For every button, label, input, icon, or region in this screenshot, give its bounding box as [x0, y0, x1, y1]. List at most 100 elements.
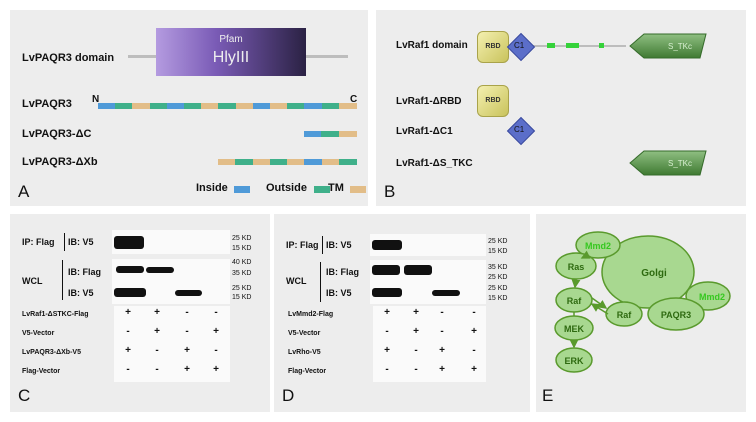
- c-table: LvRaf1-ΔSTKC-Flag++--V5-Vector-+-+LvPAQR…: [10, 306, 270, 382]
- condition-symbol: +: [471, 364, 477, 375]
- d-band-v5-3: [432, 290, 460, 296]
- panel-d: IP: Flag IB: V5 WCL IB: Flag IB: V5 25 K…: [274, 214, 530, 412]
- condition-symbol: -: [440, 307, 444, 318]
- legend-outside-swatch: [314, 186, 330, 193]
- topology-segment-outside: [338, 159, 357, 165]
- topology-segment-inside: [304, 131, 322, 137]
- topology-segment-tm: [338, 103, 357, 109]
- topology-segment-inside: [166, 103, 185, 109]
- condition-label: V5-Vector: [288, 330, 321, 337]
- node-ras: Ras: [568, 262, 585, 272]
- stkc-domain: S_TKc: [629, 33, 707, 59]
- topology-segment-outside: [321, 103, 340, 109]
- d-marker-15: 15 KD: [488, 248, 508, 255]
- condition-symbol: -: [472, 345, 476, 356]
- topology-segment-inside: [252, 103, 271, 109]
- d-wcl-label: WCL: [286, 276, 307, 286]
- c-marker-40: 40 KD: [232, 259, 252, 266]
- d-marker-35: 35 KD: [488, 264, 508, 271]
- d-band-flag-1: [372, 265, 400, 275]
- topology-segment-tm: [201, 103, 220, 109]
- topology-segment-tm: [321, 159, 340, 165]
- node-raf-1: Raf: [567, 296, 583, 306]
- panel-a-label: A: [18, 182, 30, 201]
- c-band-ip-1: [114, 236, 144, 249]
- condition-label: LvMmd2-Flag: [288, 311, 334, 318]
- condition-symbol: -: [185, 307, 189, 318]
- pfam-domain: Pfam HlyIII: [156, 28, 306, 76]
- row-label-raf1-dstkc: LvRaf1-ΔS_TKC: [396, 158, 473, 169]
- raf-ellipse-2: [605, 301, 643, 327]
- condition-symbol: -: [185, 326, 189, 337]
- condition-symbol: -: [414, 364, 418, 375]
- condition-symbol: +: [184, 364, 190, 375]
- d-marker-25b: 25 KD: [488, 274, 508, 281]
- n-term-label: N: [92, 94, 100, 105]
- node-erk: ERK: [564, 356, 584, 366]
- c-ip-label: IP: Flag: [22, 237, 55, 247]
- c-band-flag-1: [116, 266, 144, 273]
- stkc-label-2: S_TKc: [668, 159, 692, 168]
- condition-label: Flag-Vector: [22, 368, 61, 375]
- panel-b: LvRaf1 domain RBD C1 S_TKc LvRaf1-ΔRBD R…: [376, 10, 746, 206]
- raf1-green-mark-1: [547, 43, 555, 48]
- c1-label-2: C1: [514, 125, 525, 134]
- d-ib-flag-label: IB: Flag: [326, 267, 359, 277]
- node-paqr3: PAQR3: [661, 310, 691, 320]
- rbd-domain: RBD: [477, 31, 509, 63]
- c-marker-25b: 25 KD: [232, 285, 252, 292]
- c-marker-15: 15 KD: [232, 245, 252, 252]
- condition-symbol: -: [214, 345, 218, 356]
- paqr3-full-bar: [98, 103, 357, 109]
- c-marker-35: 35 KD: [232, 270, 252, 277]
- condition-label: LvRho-V5: [288, 349, 321, 356]
- condition-label: LvPAQR3-ΔXb-V5: [22, 349, 81, 356]
- arrow-mmd2-ras: [580, 250, 591, 259]
- panel-c: IP: Flag IB: V5 WCL IB: Flag IB: V5 25 K…: [10, 214, 270, 412]
- condition-symbol: +: [213, 326, 219, 337]
- arrow-raf-raf-back: [590, 303, 609, 315]
- panel-a: LvPAQR3 domain Pfam HlyIII LvPAQR3 N C L…: [10, 10, 368, 206]
- panel-b-label: B: [384, 182, 396, 201]
- node-mmd2-top: Mmd2: [585, 241, 611, 251]
- condition-symbol: +: [413, 307, 419, 318]
- raf1-green-mark-2: [566, 43, 579, 48]
- condition-symbol: +: [213, 364, 219, 375]
- condition-symbol: -: [414, 345, 418, 356]
- c-ib-v5-2-label: IB: V5: [68, 288, 94, 298]
- legend-tm-swatch: [350, 186, 366, 193]
- d-divider-2: [320, 262, 321, 302]
- condition-symbol: +: [154, 326, 160, 337]
- c-divider-2: [62, 260, 63, 300]
- condition-symbol: +: [125, 345, 131, 356]
- d-band-v5-1: [372, 288, 402, 297]
- topology-segment-outside: [115, 103, 134, 109]
- legend-inside-label: Inside: [196, 182, 228, 194]
- condition-symbol: -: [126, 364, 130, 375]
- condition-label: Flag-Vector: [288, 368, 327, 375]
- condition-symbol: -: [214, 307, 218, 318]
- row-label-raf1-domain: LvRaf1 domain: [396, 40, 468, 51]
- d-band-ip-1: [372, 240, 402, 250]
- condition-symbol: -: [472, 307, 476, 318]
- condition-symbol: +: [439, 364, 445, 375]
- paqr3-dc-bar: [304, 131, 357, 137]
- golgi-ellipse: [601, 235, 695, 309]
- condition-symbol: -: [385, 364, 389, 375]
- topology-segment-inside: [304, 103, 323, 109]
- d-divider-1: [322, 236, 323, 254]
- table-background: [114, 306, 230, 382]
- c1-label: C1: [514, 41, 525, 50]
- condition-symbol: +: [471, 326, 477, 337]
- topology-segment-inside: [304, 159, 323, 165]
- arrow-raf-raf-fwd: [591, 297, 608, 309]
- c-wcl-label: WCL: [22, 276, 43, 286]
- topology-segment-outside: [321, 131, 340, 137]
- row-label-paqr3-dxb: LvPAQR3-ΔXb: [22, 156, 98, 168]
- panel-e-label: E: [542, 386, 554, 405]
- topology-segment-tm: [270, 103, 288, 109]
- paqr3-ellipse: [647, 297, 705, 331]
- row-label-paqr3-dc: LvPAQR3-ΔC: [22, 128, 92, 140]
- panel-d-label: D: [282, 386, 295, 405]
- topology-segment-outside: [235, 159, 254, 165]
